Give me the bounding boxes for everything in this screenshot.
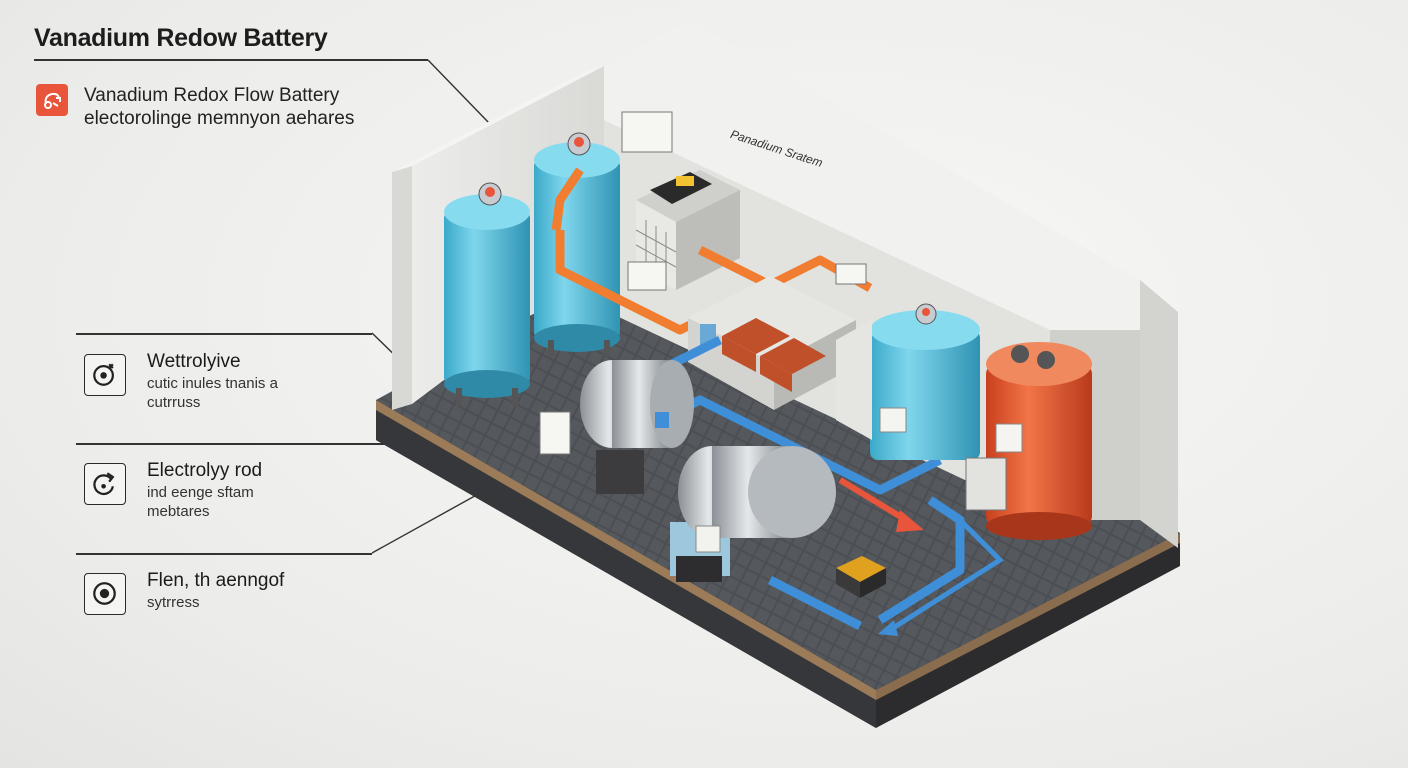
header-line2: electorolinge memnyon aehares (84, 108, 355, 129)
legend-desc-line: cutrruss (147, 394, 201, 411)
target-plus-icon (84, 354, 126, 396)
legend-desc: sytrress (147, 593, 200, 612)
legend-divider (76, 553, 372, 555)
page-title: Vanadium Redow Battery (34, 24, 328, 52)
legend-title: Flen, th aenngof (147, 570, 285, 591)
legend-desc: ind eenge sftam mebtares (147, 483, 254, 521)
header-text: Vanadium Redox Flow Battery electoroling… (84, 84, 354, 130)
flow-arrow (838, 477, 1004, 636)
electrolyte-tank (836, 303, 980, 460)
flow-battery-icon (36, 84, 68, 116)
electrolyte-tank (965, 342, 1092, 540)
legend-title: Wettrolyive (147, 351, 241, 372)
electrolyte-tank (444, 182, 530, 406)
legend-title: Electrolyy rod (147, 460, 263, 481)
title-underline (34, 59, 428, 61)
legend-desc-line: cutic inules tnanis a (147, 375, 278, 392)
legend-divider (76, 333, 372, 335)
pump-motor (580, 360, 694, 494)
junction-box (836, 556, 886, 598)
pump-motor (670, 446, 836, 582)
refresh-arrow-icon (84, 463, 126, 505)
legend-desc-line: mebtares (147, 503, 210, 520)
legend-divider (76, 443, 404, 445)
legend-desc-line: sytrress (147, 594, 200, 611)
equipment-tag (539, 111, 867, 455)
legend-desc: cutic inules tnanis a cutrruss (147, 374, 278, 412)
legend-desc-line: ind eenge sftam (147, 484, 254, 501)
header-line1: Vanadium Redox Flow Battery (84, 85, 340, 106)
electrolyte-tank (534, 132, 620, 356)
record-dot-icon (84, 573, 126, 615)
